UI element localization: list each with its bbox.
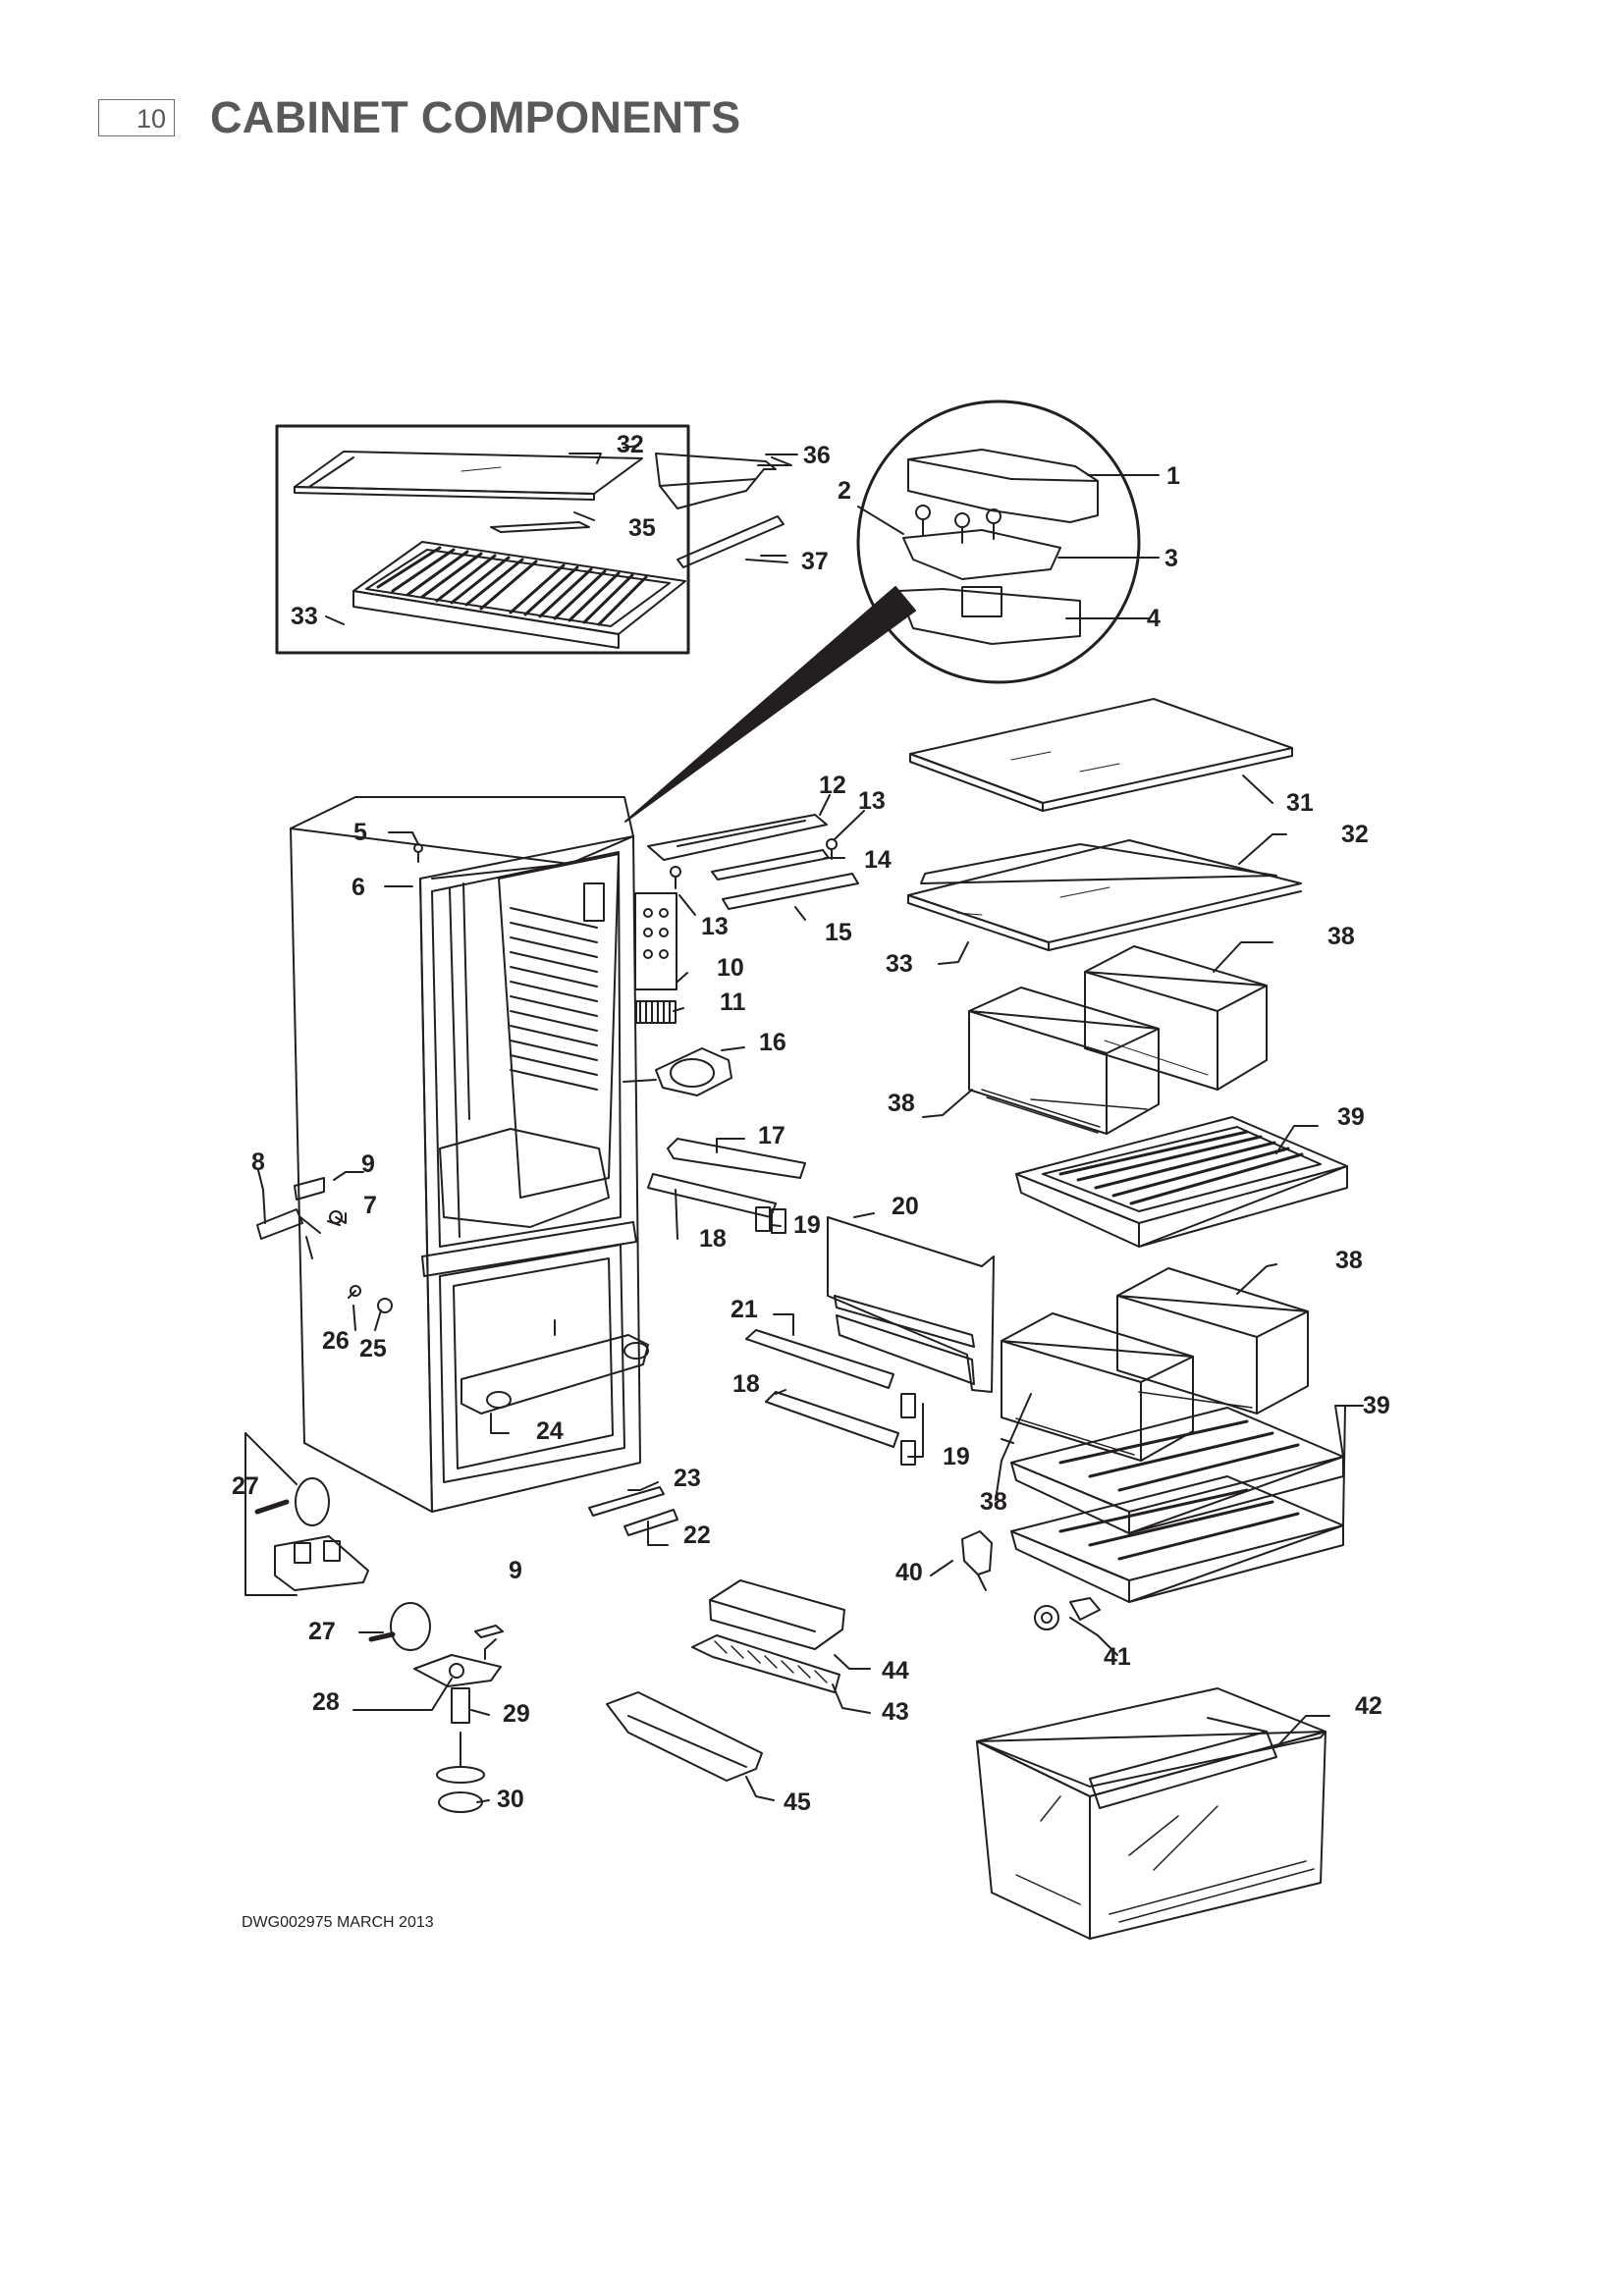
hinge-detail-circle xyxy=(856,400,1141,684)
callout-9-upper: 9 xyxy=(361,1150,375,1178)
callout-23: 23 xyxy=(674,1465,701,1492)
callout-32: 32 xyxy=(1341,821,1369,848)
callout-9-lower: 9 xyxy=(509,1557,522,1584)
glass-shelf-32-33 xyxy=(907,839,1302,951)
callout-26: 26 xyxy=(322,1327,350,1355)
callout-13-lower: 13 xyxy=(701,913,729,940)
callout-14: 14 xyxy=(864,846,892,874)
callout-17: 17 xyxy=(758,1122,785,1149)
tray-39-upper xyxy=(1015,1116,1348,1248)
inset-strip xyxy=(490,521,590,533)
callout-28: 28 xyxy=(312,1688,340,1716)
callout-44: 44 xyxy=(882,1657,909,1684)
callout-37: 37 xyxy=(801,548,829,575)
callout-leader-lines xyxy=(257,445,1364,1803)
callout-25: 25 xyxy=(359,1335,387,1362)
callout-3: 3 xyxy=(1164,545,1178,572)
callout-38-a: 38 xyxy=(1327,923,1355,950)
control-housing-parts xyxy=(647,814,859,910)
refrigerator-cabinet xyxy=(290,796,649,1513)
callout-27-upper: 27 xyxy=(232,1472,259,1500)
callout-18-upper: 18 xyxy=(699,1225,727,1253)
fan-motor-16 xyxy=(623,1047,732,1096)
inset-wire-shelf xyxy=(352,541,686,649)
callout-42: 42 xyxy=(1355,1692,1382,1720)
callout-12: 12 xyxy=(819,772,846,799)
callout-6: 6 xyxy=(352,874,365,901)
callout-41: 41 xyxy=(1104,1643,1131,1671)
inset-detail-box xyxy=(275,424,785,655)
callout-38-b: 38 xyxy=(888,1090,915,1117)
page-number: 10 xyxy=(135,104,166,133)
callout-21: 21 xyxy=(731,1296,758,1323)
callout-1: 1 xyxy=(1166,462,1180,490)
page-title: CABINET COMPONENTS xyxy=(210,92,741,142)
control-panel-parts xyxy=(634,892,677,1024)
callout-numbers: 1 2 3 4 5 6 7 8 9 9 10 11 12 13 13 14 15… xyxy=(232,431,1390,1816)
inset-bracket-rail xyxy=(655,453,785,568)
glass-shelf-31 xyxy=(909,698,1293,812)
callout-43: 43 xyxy=(882,1698,909,1726)
callout-2: 2 xyxy=(838,477,851,505)
callout-4: 4 xyxy=(1147,605,1161,632)
inset-glass-shelf xyxy=(294,451,643,501)
callout-38-c: 38 xyxy=(1335,1247,1363,1274)
wheel-assembly-27 xyxy=(244,1432,369,1596)
callout-40: 40 xyxy=(895,1559,923,1586)
callout-39-upper: 39 xyxy=(1337,1103,1365,1131)
callout-30: 30 xyxy=(497,1786,524,1813)
crisper-bins-38-upper xyxy=(968,945,1268,1135)
callout-5: 5 xyxy=(353,819,367,846)
callout-38-d: 38 xyxy=(980,1488,1007,1516)
leveler-parts-27-28-29-30 xyxy=(368,1602,504,1813)
callout-7: 7 xyxy=(363,1192,377,1219)
callout-36: 36 xyxy=(803,442,831,469)
callout-19-upper: 19 xyxy=(793,1211,821,1239)
drawing-reference: DWG002975 MARCH 2013 xyxy=(242,1914,434,1931)
callout-16: 16 xyxy=(759,1029,786,1056)
callout-8: 8 xyxy=(251,1148,265,1176)
callout-33: 33 xyxy=(886,950,913,978)
crisper-bins-38-lower xyxy=(1001,1267,1309,1462)
freezer-drawer-42 xyxy=(976,1687,1326,1940)
small-brackets-22-23 xyxy=(588,1486,678,1536)
callout-13-upper: 13 xyxy=(858,787,886,815)
callout-32-inset: 32 xyxy=(617,431,644,458)
callout-35: 35 xyxy=(628,514,656,542)
rail-assembly-upper xyxy=(647,1138,806,1234)
ice-tray-bin-43-44-45 xyxy=(606,1579,845,1782)
parts-40-41 xyxy=(961,1530,1101,1630)
callout-15: 15 xyxy=(825,919,852,946)
callout-19-lower: 19 xyxy=(943,1443,970,1470)
callout-10: 10 xyxy=(717,954,744,982)
callout-18-lower: 18 xyxy=(732,1370,760,1398)
callout-24: 24 xyxy=(536,1417,564,1445)
callout-39-lower: 39 xyxy=(1363,1392,1390,1419)
rail-assembly-lower xyxy=(745,1329,916,1466)
callout-29: 29 xyxy=(503,1700,530,1728)
callout-22: 22 xyxy=(683,1522,711,1549)
callout-27-lower: 27 xyxy=(308,1618,336,1645)
hinge-parts-7-8-9 xyxy=(256,1177,343,1259)
callout-11: 11 xyxy=(720,988,746,1016)
callout-33-inset: 33 xyxy=(291,603,318,630)
callout-31: 31 xyxy=(1286,789,1314,817)
callout-20: 20 xyxy=(892,1193,919,1220)
cap-screw-25-26 xyxy=(348,1285,393,1313)
callout-45: 45 xyxy=(784,1789,811,1816)
detail-pointer-wedge xyxy=(624,586,916,823)
page-number-box: 10 xyxy=(98,99,175,136)
freezer-divider-panel-20 xyxy=(827,1216,995,1393)
